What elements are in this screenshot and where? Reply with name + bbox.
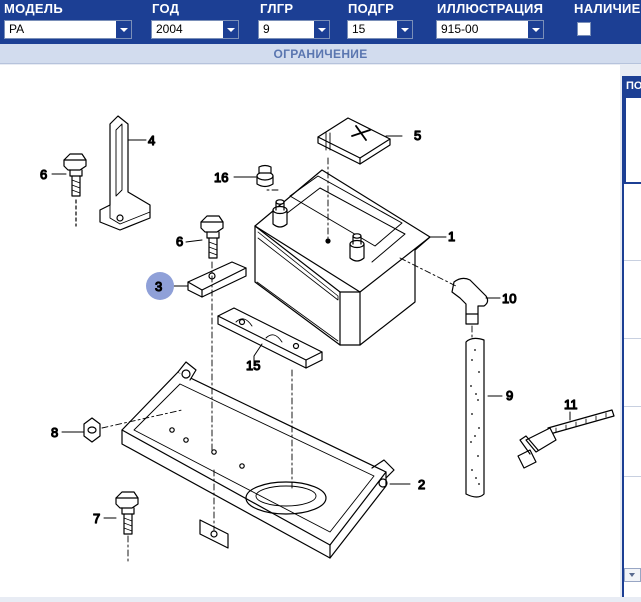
leader-lines [51, 135, 571, 519]
callout-2[interactable]: 2 [417, 476, 425, 492]
year-label: ГОД [152, 1, 180, 16]
side-panel-row-divider [624, 406, 641, 407]
bracket-4-part[interactable] [99, 115, 151, 231]
bolt-6-left-part[interactable] [63, 153, 87, 227]
group-value: 9 [263, 22, 270, 36]
holddown-15-part[interactable] [217, 307, 323, 369]
filter-bar: МОДЕЛЬ PA ГОД 2004 ГЛГР 9 ПОДГР 15 ИЛЛЮС… [0, 0, 641, 44]
terminal-cover-part[interactable] [317, 117, 391, 165]
clamp-3-part[interactable] [187, 261, 247, 298]
model-value: PA [9, 22, 25, 36]
model-select[interactable]: PA [4, 20, 132, 39]
bolt-16-part[interactable] [256, 164, 274, 188]
page-title-bar: ОГРАНИЧЕНИЕ [0, 44, 641, 64]
group-label: ГЛГР [260, 1, 294, 16]
callout-11[interactable]: 11 [563, 396, 578, 412]
nut-8-part[interactable] [83, 417, 101, 443]
bolt-7-part[interactable] [115, 491, 139, 535]
assembly-axes [101, 157, 473, 563]
chevron-down-icon[interactable] [313, 21, 329, 38]
model-label: МОДЕЛЬ [4, 1, 63, 16]
illustration-select[interactable]: 915-00 [436, 20, 544, 39]
callout-7[interactable]: 7 [92, 510, 100, 526]
vent-elbow-10-part[interactable] [451, 277, 489, 325]
subgroup-value: 15 [352, 22, 366, 36]
parts-side-panel [622, 76, 641, 597]
callout-5[interactable]: 5 [413, 127, 421, 143]
chevron-down-icon[interactable] [527, 21, 543, 38]
illustration-value: 915-00 [441, 22, 479, 36]
group-select[interactable]: 9 [258, 20, 330, 39]
cable-tie-11-part[interactable] [517, 409, 615, 469]
side-panel-row-divider [624, 476, 641, 477]
callout-1[interactable]: 1 [447, 228, 455, 244]
chevron-down-icon[interactable] [222, 21, 238, 38]
vent-hose-9-part[interactable] [465, 337, 485, 498]
side-panel-row-divider [624, 260, 641, 261]
battery-part[interactable] [254, 169, 431, 346]
parts-illustration: 1 2 3 4 5 6 6 7 8 9 10 11 15 16 [0, 65, 620, 597]
bolt-6-middle-part[interactable] [200, 215, 224, 259]
chevron-down-icon[interactable] [396, 21, 412, 38]
callout-15[interactable]: 15 [245, 357, 261, 373]
year-select[interactable]: 2004 [151, 20, 239, 39]
year-value: 2004 [156, 22, 183, 36]
availability-label: НАЛИЧИЕ [574, 1, 641, 16]
chevron-down-icon[interactable] [115, 21, 131, 38]
page-title: ОГРАНИЧЕНИЕ [273, 47, 368, 61]
selected-callout-highlight[interactable] [146, 272, 174, 300]
callout-4[interactable]: 4 [147, 132, 155, 148]
side-panel-row-divider [624, 338, 641, 339]
callout-10[interactable]: 10 [501, 290, 517, 306]
illustration-label: ИЛЛЮСТРАЦИЯ [437, 1, 544, 16]
battery-tray-part[interactable] [121, 361, 395, 559]
side-panel-header: ПО [622, 76, 641, 96]
subgroup-select[interactable]: 15 [347, 20, 413, 39]
scroll-down-icon[interactable] [624, 568, 641, 582]
side-panel-selected-row[interactable] [624, 96, 641, 184]
callout-6-left[interactable]: 6 [39, 166, 47, 182]
callout-6-middle[interactable]: 6 [175, 233, 183, 249]
callout-8[interactable]: 8 [50, 424, 58, 440]
callout-3[interactable]: 3 [154, 278, 162, 294]
battery-diagram: 1 2 3 4 5 6 6 7 8 9 10 11 15 16 [39, 115, 615, 563]
callout-9[interactable]: 9 [505, 387, 513, 403]
subgroup-label: ПОДГР [348, 1, 395, 16]
callout-16[interactable]: 16 [213, 169, 229, 185]
availability-checkbox[interactable] [577, 22, 591, 36]
